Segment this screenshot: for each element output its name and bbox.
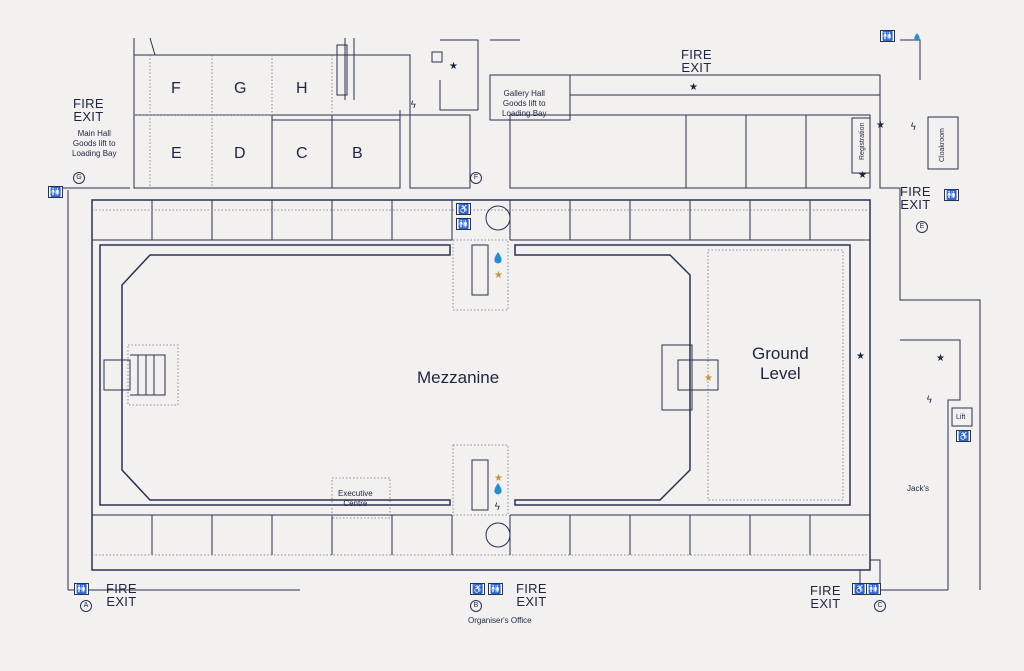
mezzanine-label: Mezzanine	[417, 368, 500, 387]
svg-text:★: ★	[704, 373, 713, 384]
wheelchair-icon: ♿	[470, 583, 486, 595]
svg-text:★: ★	[449, 61, 458, 72]
room-c-label: C	[296, 145, 308, 162]
power-icons: ϟ ϟ ϟ ϟ	[410, 100, 933, 513]
svg-text:ϟ: ϟ	[926, 395, 933, 406]
svg-text:★: ★	[856, 351, 865, 362]
room-e-label: E	[171, 145, 182, 162]
room-g-label: G	[234, 80, 247, 97]
room-b-label: B	[352, 145, 363, 162]
lift-label: Lift	[956, 414, 966, 421]
executive-centre-label: Executive Centre	[338, 489, 373, 508]
meeting-rooms-block	[133, 37, 443, 189]
toilets-icon: 🚻	[488, 583, 504, 595]
water-drops	[494, 33, 920, 495]
entrance-b-marker: B	[470, 600, 482, 612]
jacks-label: Jack's	[907, 484, 929, 493]
toilets-icon: 🚻	[48, 186, 64, 198]
stars: ★ ★ ★ ★ ★ ★ ★ ★ ★	[449, 61, 945, 484]
svg-text:★: ★	[689, 82, 698, 93]
entrance-g-marker: G	[73, 172, 85, 184]
gallery-hall-goods-lift-note: Gallery Hall Goods lift to Loading Bay	[502, 89, 547, 118]
entrance-e-marker: E	[916, 221, 928, 233]
entrance-a-marker: A	[80, 600, 92, 612]
entrance-f-marker: F	[470, 172, 482, 184]
main-hall	[91, 199, 871, 571]
svg-text:★: ★	[876, 120, 885, 131]
svg-text:ϟ: ϟ	[410, 100, 417, 111]
gallery-block	[509, 39, 981, 590]
wheelchair-icon: ♿	[956, 430, 972, 442]
svg-text:★: ★	[494, 270, 503, 281]
toilets-icon: 🚻	[866, 583, 882, 595]
left-wing	[62, 39, 571, 590]
toilets-icon: 🚻	[880, 30, 896, 42]
toilets-icon: 🚻	[74, 583, 90, 595]
toilets-icon: 🚻	[456, 218, 472, 230]
wheelchair-icon: ♿	[852, 583, 868, 595]
organisers-office-label: Organiser's Office	[468, 616, 532, 625]
entrance-c-marker: C	[874, 600, 886, 612]
cloakroom-label: Cloakroom	[939, 128, 946, 162]
svg-text:ϟ: ϟ	[910, 122, 917, 133]
svg-text:★: ★	[494, 473, 503, 484]
main-hall-goods-lift-note: Main Hall Goods lift to Loading Bay	[72, 129, 117, 158]
toilets-icon: 🚻	[944, 189, 960, 201]
svg-text:ϟ: ϟ	[494, 502, 501, 513]
ground-level-label: Ground Level	[752, 344, 809, 383]
registration-label: Registration	[859, 122, 866, 160]
svg-text:★: ★	[936, 353, 945, 364]
wheelchair-icon: ♿	[456, 203, 472, 215]
svg-text:★: ★	[858, 170, 867, 181]
room-h-label: H	[296, 80, 308, 97]
room-f-label: F	[171, 80, 181, 97]
room-d-label: D	[234, 145, 246, 162]
